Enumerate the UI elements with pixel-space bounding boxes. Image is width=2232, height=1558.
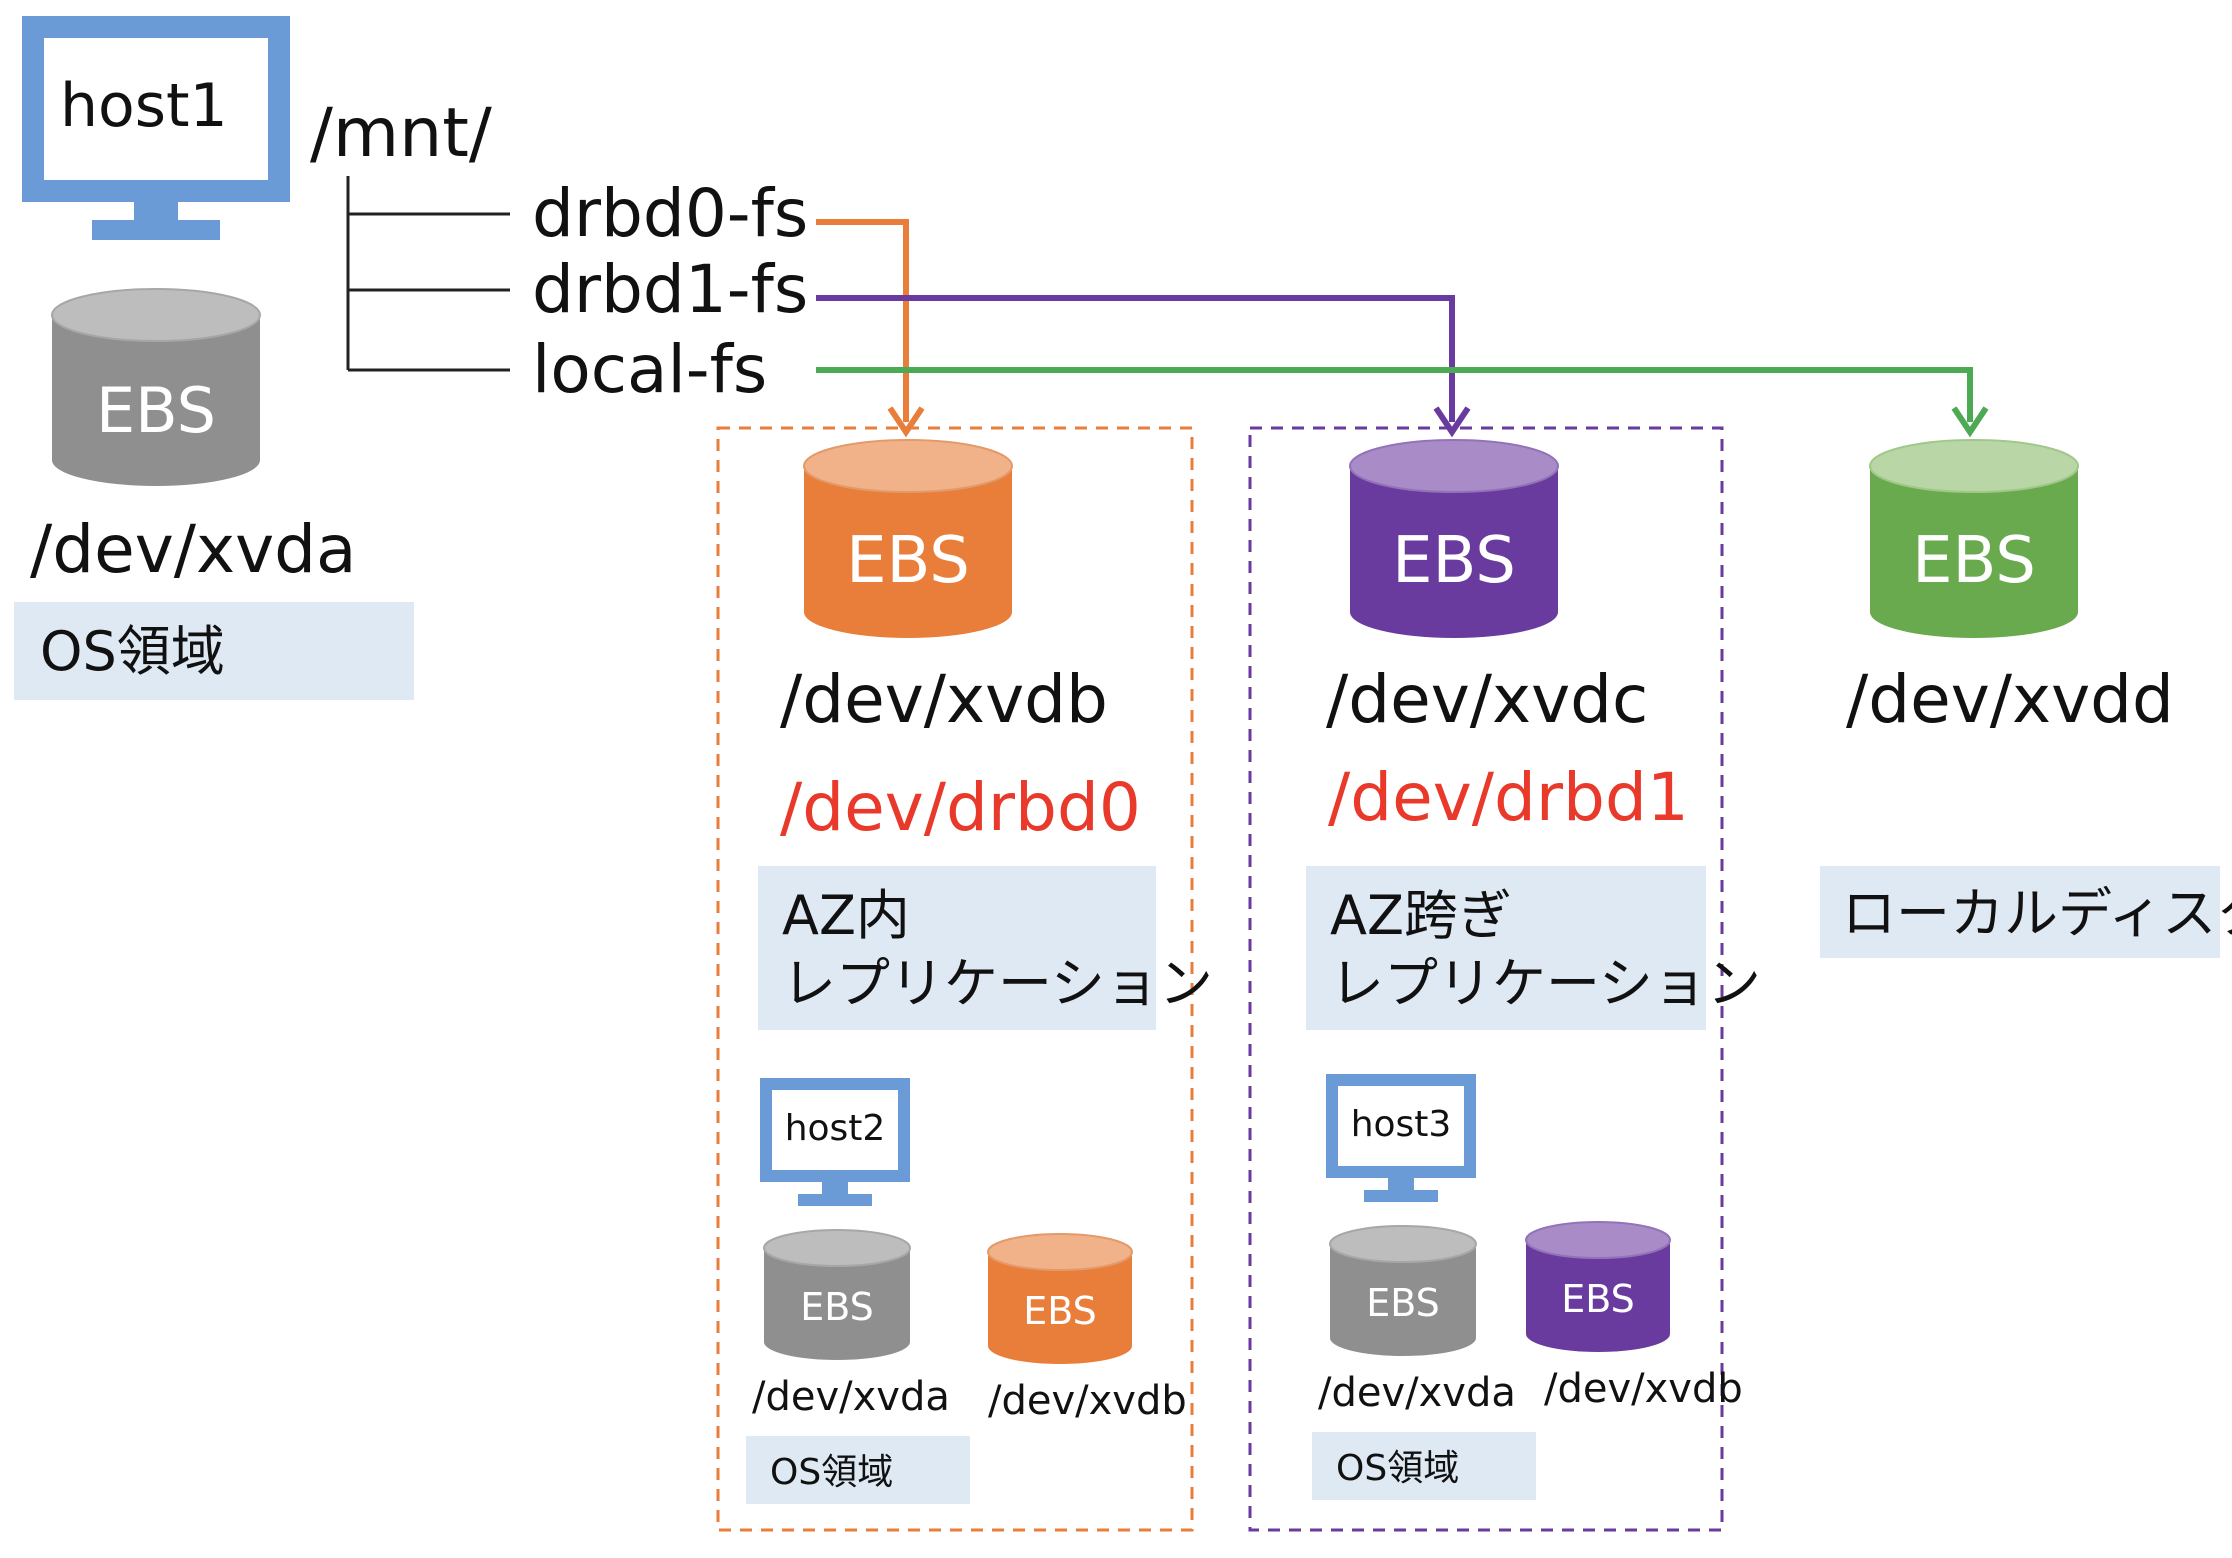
- drbd1-group: EBS /dev/xvdc /dev/drbd1 AZ跨ぎ レプリケーション h…: [1248, 426, 1761, 1532]
- tree-branches: [346, 176, 510, 372]
- replication-line2: レプリケーション: [782, 952, 1213, 1015]
- host3-os-device: /dev/xvda: [1318, 1370, 1516, 1416]
- os-area-label: OS領域: [40, 620, 225, 683]
- monitor-icon: host2: [760, 1078, 910, 1206]
- ebs-cylinder-icon: EBS: [987, 1233, 1133, 1364]
- replication-badge: [1306, 866, 1706, 1030]
- replication-line1: AZ跨ぎ: [1330, 884, 1512, 947]
- host3-label: host3: [1351, 1104, 1452, 1145]
- arrowhead-drbd0: [887, 406, 925, 438]
- ebs-cylinder-icon: EBS: [1329, 1225, 1477, 1356]
- ebs-cylinder-icon: EBS: [763, 1229, 911, 1360]
- host3-os-ebs-label: EBS: [1366, 1281, 1440, 1325]
- host3-data-device: /dev/xvdb: [1544, 1366, 1743, 1412]
- drbd0-ebs-label: EBS: [846, 524, 970, 598]
- drbd0-device: /dev/xvdb: [780, 661, 1108, 738]
- host2-os-area-label: OS領域: [770, 1452, 893, 1493]
- drbd1-device: /dev/xvdc: [1326, 661, 1648, 738]
- local-disk-badge: [1820, 866, 2220, 958]
- host3-data-ebs-label: EBS: [1561, 1277, 1635, 1321]
- tree-item-local-fs: local-fs: [532, 331, 767, 408]
- host1-group: host1 EBS /dev/xvda OS領域: [14, 16, 414, 700]
- drbd0-drbd-device: /dev/drbd0: [780, 769, 1141, 846]
- os-area-badge: [14, 602, 414, 700]
- arrow-local: [816, 367, 1973, 422]
- mount-tree: /mnt/ drbd0-fs drbd1-fs local-fs: [310, 94, 808, 408]
- local-ebs-label: EBS: [1912, 524, 2036, 598]
- ebs-cylinder-icon: EBS: [51, 288, 261, 486]
- ebs-cylinder-icon: EBS: [1525, 1221, 1671, 1352]
- drbd1-drbd-device: /dev/drbd1: [1328, 759, 1689, 836]
- ebs-cylinder-icon: EBS: [1349, 439, 1559, 638]
- local-disk-label: ローカルディスク: [1842, 882, 2232, 945]
- arrow-drbd0: [816, 219, 909, 422]
- drbd0-group: EBS /dev/xvdb /dev/drbd0 AZ内 レプリケーション ho…: [716, 426, 1213, 1532]
- tree-item-drbd1-fs: drbd1-fs: [532, 251, 808, 328]
- host2-label: host2: [785, 1108, 886, 1149]
- tree-root: /mnt/: [310, 94, 492, 173]
- drbd1-dashed-frame: [1248, 426, 1724, 1532]
- monitor-icon: host1: [22, 16, 290, 240]
- os-area-badge: [746, 1436, 970, 1504]
- arrowhead-drbd1: [1433, 406, 1471, 438]
- ebs-cylinder-icon: EBS: [803, 439, 1013, 638]
- os-area-badge: [1312, 1432, 1536, 1500]
- host2-data-ebs-label: EBS: [1023, 1289, 1097, 1333]
- local-device: /dev/xvdd: [1846, 661, 2174, 738]
- arrowhead-local: [1951, 406, 1989, 438]
- host1-ebs-label: EBS: [96, 374, 216, 447]
- host2-os-device: /dev/xvda: [752, 1374, 950, 1420]
- replication-badge: [758, 866, 1156, 1030]
- drbd1-ebs-label: EBS: [1392, 524, 1516, 598]
- arrow-drbd1: [816, 295, 1455, 422]
- drbd0-dashed-frame: [716, 426, 1194, 1532]
- local-group: EBS /dev/xvdd ローカルディスク: [1820, 439, 2232, 958]
- host2-data-device: /dev/xvdb: [988, 1378, 1187, 1424]
- host3-os-area-label: OS領域: [1336, 1448, 1459, 1489]
- host1-device: /dev/xvda: [30, 511, 357, 588]
- mount-arrows: [816, 219, 1989, 438]
- monitor-icon: host3: [1326, 1074, 1476, 1202]
- replication-line1: AZ内: [782, 884, 910, 947]
- host2-os-ebs-label: EBS: [800, 1285, 874, 1329]
- replication-line2: レプリケーション: [1330, 952, 1761, 1015]
- tree-item-drbd0-fs: drbd0-fs: [532, 175, 808, 252]
- host1-label: host1: [60, 71, 228, 141]
- ebs-cylinder-icon: EBS: [1869, 439, 2079, 638]
